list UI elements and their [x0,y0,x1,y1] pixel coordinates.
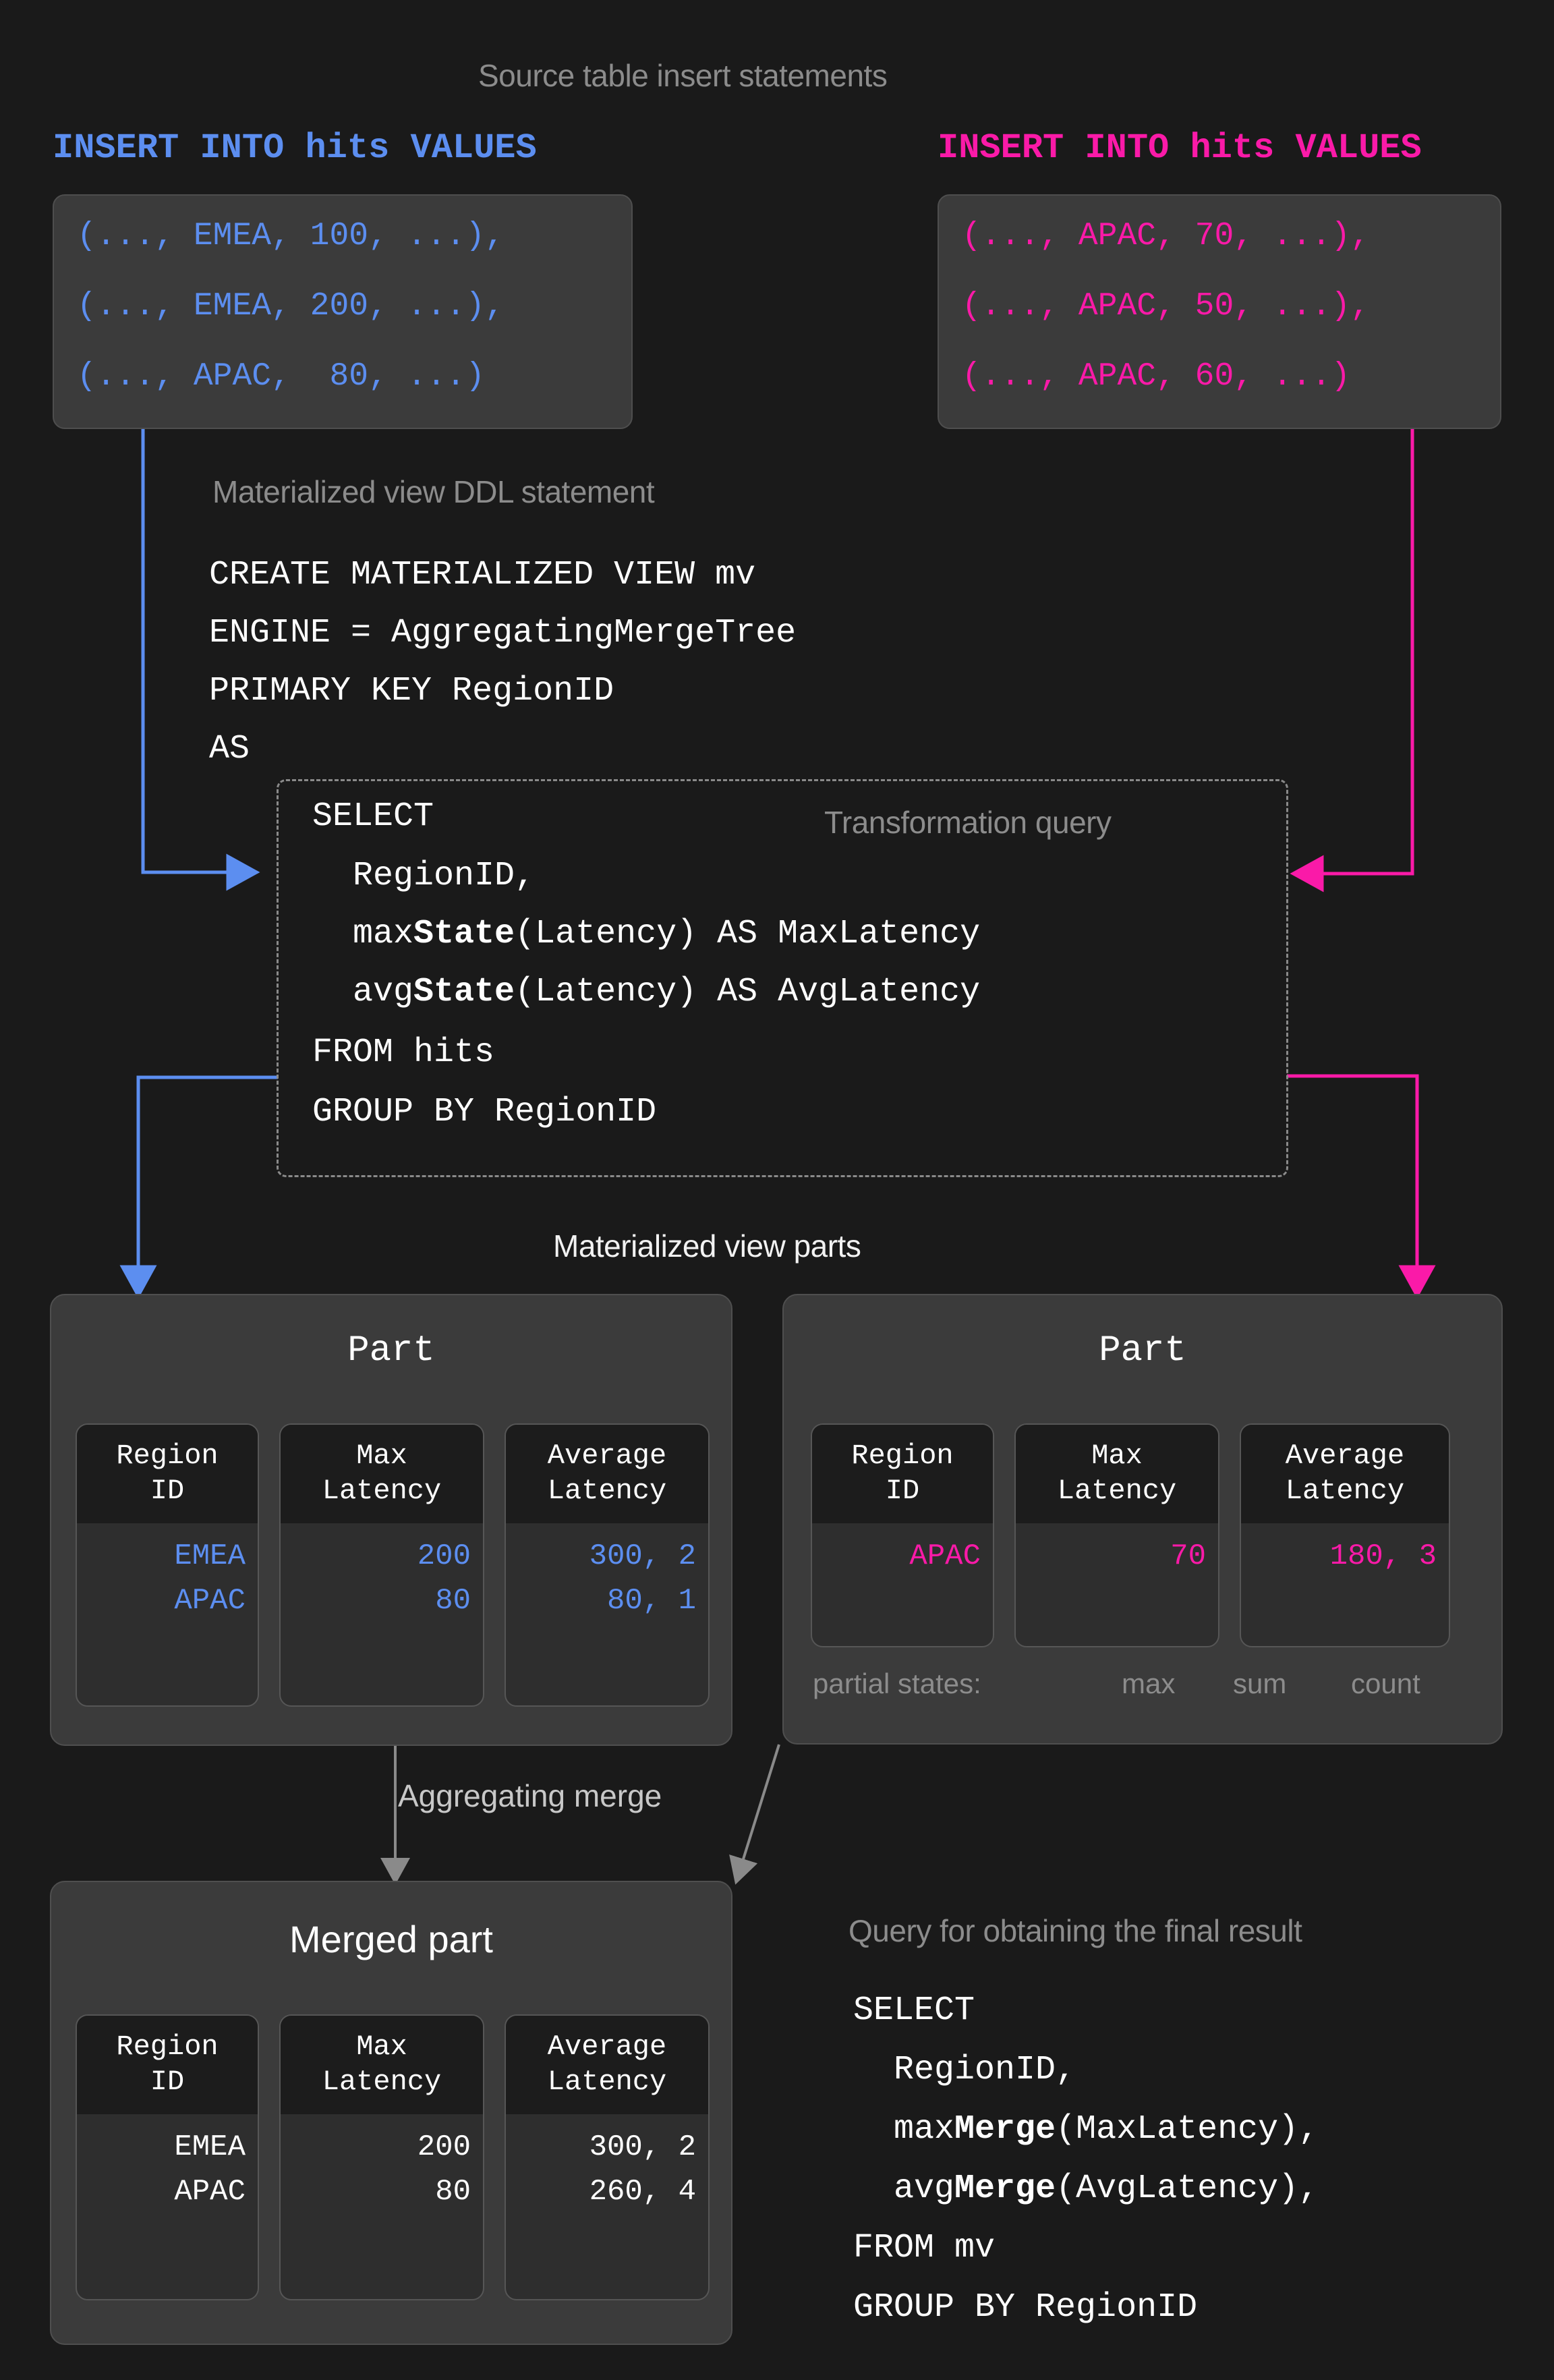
merged-part-title: Merged part [289,1918,493,1960]
fq-line-groupby: GROUP BY RegionID [853,2288,1198,2327]
part-left-col-avglatency-header: Average Latency [506,1425,708,1523]
part-right-col-regionid: Region ID APAC [811,1423,994,1647]
tq-line-from: FROM hits [312,1033,495,1072]
merged-avglatency-cell-1: 300, 2 [589,2130,696,2164]
insert-blue-row-2: (..., EMEA, 200, ...), [77,288,505,324]
fq-line-regionid: RegionID, [853,2051,1076,2089]
source-inserts-heading: Source table insert statements [478,58,888,93]
fq-line-select: SELECT [853,1991,975,2030]
part-left: Part Region ID EMEA APAC Max Latency 200… [50,1294,732,1746]
mv-ddl-heading: Materialized view DDL statement [212,474,655,509]
part-left-title: Part [347,1330,435,1371]
insert-blue-box: (..., EMEA, 100, ...), (..., EMEA, 200, … [53,194,633,429]
merged-part: Merged part Region ID EMEA APAC Max Late… [50,1881,732,2345]
fq-avgmerge-bold: Merge [954,2170,1056,2208]
part-right-maxlatency-cell-1: 70 [1170,1539,1206,1573]
part-left-maxlatency-cell-1: 200 [417,1539,471,1573]
merged-col-regionid: Region ID EMEA APAC [76,2014,259,2300]
tq-maxstate-suffix: (Latency) AS MaxLatency [515,915,981,953]
arrow-blue-query-to-part [119,1075,278,1299]
part-left-col-regionid: Region ID EMEA APAC [76,1423,259,1707]
insert-blue-header: INSERT INTO hits VALUES [53,128,537,168]
part-left-maxlatency-cell-2: 80 [435,1584,471,1618]
part-left-avglatency-cell-1: 300, 2 [589,1539,696,1573]
part-right-avglatency-cell-1: 180, 3 [1329,1539,1437,1573]
ddl-line-3: PRIMARY KEY RegionID [209,672,614,710]
part-right-regionid-cell-1: APAC [909,1539,981,1573]
partial-states-label: partial states: [813,1668,981,1699]
transformation-query-box [277,779,1288,1177]
insert-pink-header: INSERT INTO hits VALUES [938,128,1422,168]
part-right-col-avglatency-header: Average Latency [1241,1425,1449,1523]
tq-line-regionid: RegionID, [312,857,536,895]
fq-line-maxmerge: maxMerge(MaxLatency), [853,2109,1319,2151]
merged-regionid-cell-1: EMEA [174,2130,246,2164]
fq-maxmerge-suffix: (MaxLatency), [1056,2110,1319,2149]
insert-pink-row-1: (..., APAC, 70, ...), [962,218,1370,254]
part-left-col-maxlatency-header: Max Latency [281,1425,483,1523]
arrow-pink-query-to-part [1287,1074,1436,1299]
insert-pink-box: (..., APAC, 70, ...), (..., APAC, 50, ..… [938,194,1501,429]
insert-blue-row-3: (..., APAC, 80, ...) [77,358,485,395]
merged-col-maxlatency-header: Max Latency [281,2016,483,2114]
tq-line-avgstate: avgState(Latency) AS AvgLatency [312,971,980,1013]
tq-maxstate-prefix: max [312,915,414,953]
fq-maxmerge-prefix: max [853,2110,955,2149]
ddl-line-1: CREATE MATERIALIZED VIEW mv [209,556,756,594]
aggregating-merge-label: Aggregating merge [398,1778,662,1813]
transformation-query-heading: Transformation query [824,805,1112,840]
merged-maxlatency-cell-1: 200 [417,2130,471,2164]
part-right-title: Part [1099,1330,1186,1371]
part-right: Part Region ID APAC Max Latency 70 Avera… [782,1294,1503,1745]
part-left-regionid-cell-2: APAC [174,1584,246,1618]
insert-pink-row-2: (..., APAC, 50, ...), [962,288,1370,324]
tq-line-groupby: GROUP BY RegionID [312,1093,657,1131]
insert-pink-row-3: (..., APAC, 60, ...) [962,358,1351,395]
tq-avgstate-suffix: (Latency) AS AvgLatency [515,973,981,1011]
merged-col-avglatency: Average Latency 300, 2 260, 4 [505,2014,710,2300]
merged-col-regionid-header: Region ID [77,2016,258,2114]
part-left-col-maxlatency: Max Latency 200 80 [279,1423,484,1707]
part-left-col-regionid-header: Region ID [77,1425,258,1523]
partial-states-count: count [1351,1668,1420,1699]
fq-avgmerge-suffix: (AvgLatency), [1056,2170,1319,2208]
mv-parts-heading: Materialized view parts [553,1228,861,1264]
insert-blue-row-1: (..., EMEA, 100, ...), [77,218,505,254]
fq-maxmerge-bold: Merge [954,2110,1056,2149]
part-right-col-avglatency: Average Latency 180, 3 [1240,1423,1450,1647]
fq-line-from: FROM mv [853,2229,996,2267]
ddl-line-2: ENGINE = AggregatingMergeTree [209,614,797,652]
fq-line-avgmerge: avgMerge(AvgLatency), [853,2168,1319,2210]
arrow-gray-part-right-to-merged [729,1744,780,1885]
merged-col-maxlatency: Max Latency 200 80 [279,2014,484,2300]
final-query-heading: Query for obtaining the final result [848,1913,1302,1948]
partial-states-sum: sum [1233,1668,1287,1699]
merged-col-avglatency-header: Average Latency [506,2016,708,2114]
merged-regionid-cell-2: APAC [174,2175,246,2209]
part-left-avglatency-cell-2: 80, 1 [606,1584,696,1618]
tq-line-select: SELECT [312,797,434,836]
part-right-col-maxlatency-header: Max Latency [1016,1425,1218,1523]
tq-maxstate-bold: State [413,915,515,953]
fq-avgmerge-prefix: avg [853,2170,955,2208]
merged-avglatency-cell-2: 260, 4 [589,2175,696,2209]
tq-line-maxstate: maxState(Latency) AS MaxLatency [312,913,980,955]
merged-maxlatency-cell-2: 80 [435,2175,471,2209]
ddl-line-4: AS [209,730,250,768]
partial-states-max: max [1122,1668,1176,1699]
tq-avgstate-bold: State [413,973,515,1011]
tq-avgstate-prefix: avg [312,973,414,1011]
part-right-col-maxlatency: Max Latency 70 [1014,1423,1219,1647]
part-left-regionid-cell-1: EMEA [174,1539,246,1573]
arrow-pink-insert-to-query [1290,428,1414,893]
part-left-col-avglatency: Average Latency 300, 2 80, 1 [505,1423,710,1707]
part-right-col-regionid-header: Region ID [812,1425,993,1523]
